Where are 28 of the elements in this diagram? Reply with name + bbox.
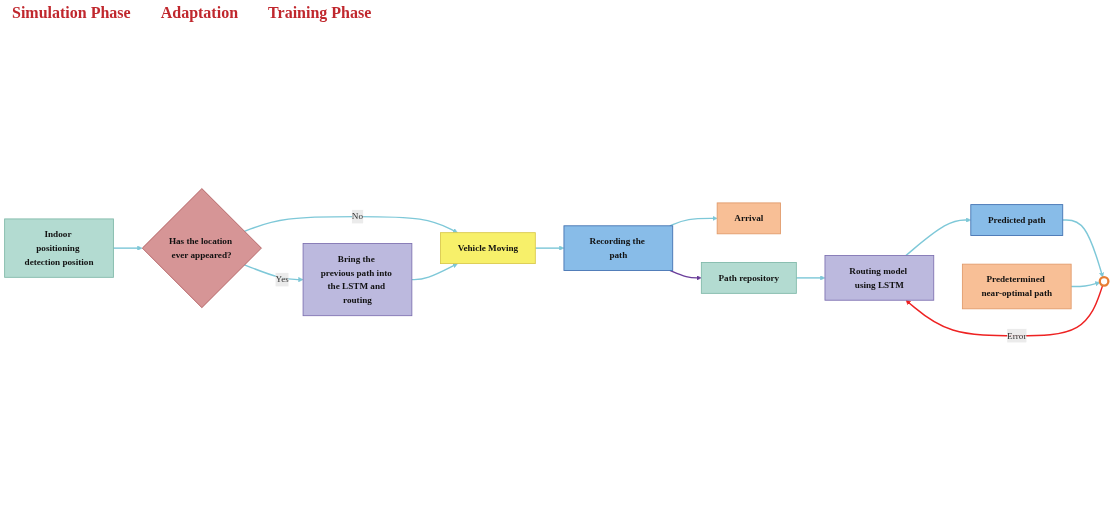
edge-label: Yes bbox=[275, 274, 289, 285]
node-box: Arrival bbox=[716, 202, 781, 235]
arrow bbox=[905, 217, 971, 257]
arrow bbox=[411, 263, 458, 281]
arrow bbox=[669, 270, 702, 281]
arrow bbox=[112, 246, 143, 252]
node-box: Routing model using LSTM bbox=[824, 255, 935, 302]
arrow bbox=[243, 216, 458, 234]
node-diamond: Has the location ever appeared? bbox=[141, 188, 262, 309]
arrow bbox=[534, 246, 565, 252]
node-box: Predicted path bbox=[970, 204, 1064, 237]
node-box: Predetermined near-optimal path bbox=[961, 264, 1072, 310]
node-box: Bring the previous path into the LSTM and routing bbox=[302, 243, 413, 317]
arrow bbox=[1070, 281, 1101, 288]
node-box: Indoor positioning detection position bbox=[4, 218, 114, 279]
edge-label: Error bbox=[1007, 330, 1027, 341]
section-label: Adaptation bbox=[160, 4, 239, 22]
node-box: Path repository bbox=[700, 262, 797, 295]
arrow bbox=[795, 275, 826, 281]
node-box: Vehicle Moving bbox=[440, 232, 536, 265]
arrow bbox=[1062, 219, 1104, 278]
arrow bbox=[905, 285, 1104, 337]
arrow bbox=[669, 216, 718, 227]
edge-label: No bbox=[351, 211, 364, 222]
node-box: Recording the path bbox=[563, 225, 674, 272]
node-circle bbox=[1098, 276, 1110, 288]
section-label: Training Phase bbox=[268, 4, 372, 22]
section-label: Simulation Phase bbox=[12, 4, 131, 22]
